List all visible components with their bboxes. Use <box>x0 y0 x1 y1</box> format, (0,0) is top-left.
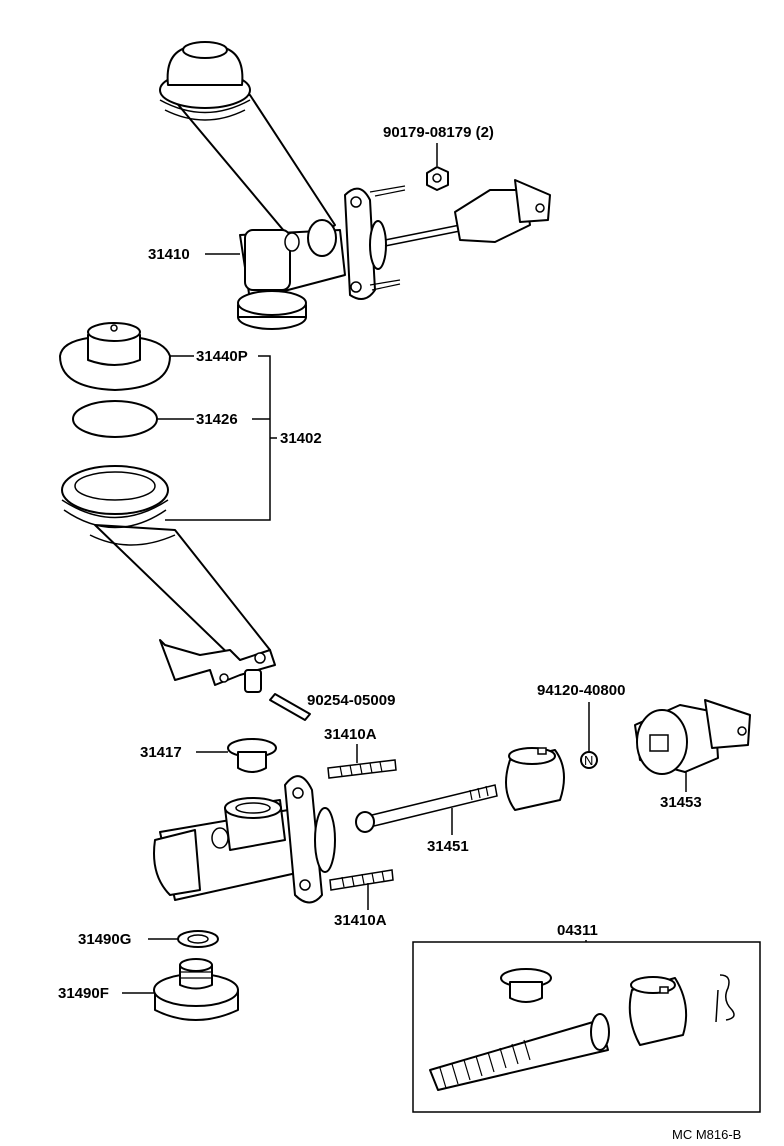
label-diaphragm: 31426 <box>196 411 238 428</box>
label-reservoir-set: 31402 <box>280 430 322 447</box>
label-clevis: 31453 <box>660 794 702 811</box>
clevis <box>634 699 751 775</box>
assembled-master-cylinder <box>159 41 551 330</box>
clip-symbol: N <box>584 753 593 768</box>
label-pin: 90254-05009 <box>307 692 395 709</box>
stud-lower <box>329 869 394 891</box>
boot <box>505 747 565 811</box>
label-stud-upper: 31410A <box>324 726 377 743</box>
figure-ref: MC M816-B <box>672 1127 741 1142</box>
label-repair-kit: 04311 <box>557 922 598 939</box>
label-stud-lower: 31410A <box>334 912 387 929</box>
kit-boot <box>628 976 688 1046</box>
label-plug: 31490F <box>58 985 109 1002</box>
grommet <box>227 738 277 773</box>
label-grommet: 31417 <box>140 744 182 761</box>
kit-clip-icon <box>715 974 735 1023</box>
label-nut: 90179-08179 (2) <box>383 124 494 141</box>
reservoir-tube <box>61 465 276 693</box>
cylinder-body <box>153 775 336 904</box>
pin-icon <box>269 693 311 721</box>
label-reservoir-cap: 31440P <box>196 348 248 365</box>
label-clip: 94120-40800 <box>537 682 625 699</box>
plug <box>153 958 239 1021</box>
push-rod <box>355 784 498 833</box>
kit-piston-spring <box>429 1013 610 1091</box>
label-push-rod: 31451 <box>427 838 469 855</box>
diaphragm <box>72 400 158 438</box>
kit-grommet <box>500 968 552 1003</box>
clip-icon <box>580 751 598 769</box>
label-cylinder-assy: 31410 <box>148 246 190 263</box>
stud-upper <box>327 759 397 779</box>
label-gasket: 31490G <box>78 931 131 948</box>
reservoir-cap <box>59 322 171 391</box>
